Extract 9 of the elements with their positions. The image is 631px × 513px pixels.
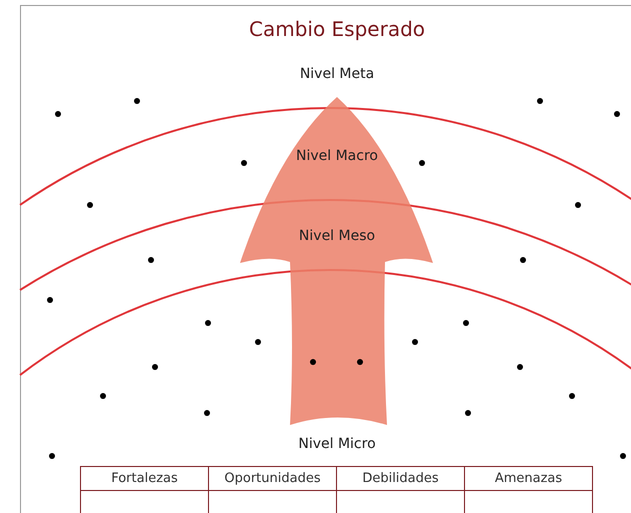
level-label: Nivel Meta <box>298 66 376 82</box>
table-header: Debilidades <box>362 471 439 486</box>
level-label: Nivel Micro <box>297 436 377 452</box>
table-header: Oportunidades <box>224 471 321 486</box>
level-label: Nivel Macro <box>295 148 379 164</box>
table-header: Amenazas <box>494 471 562 486</box>
level-label: Nivel Meso <box>298 228 376 244</box>
table-header: Fortalezas <box>111 471 178 486</box>
diagram-title: Cambio Esperado <box>248 17 426 41</box>
